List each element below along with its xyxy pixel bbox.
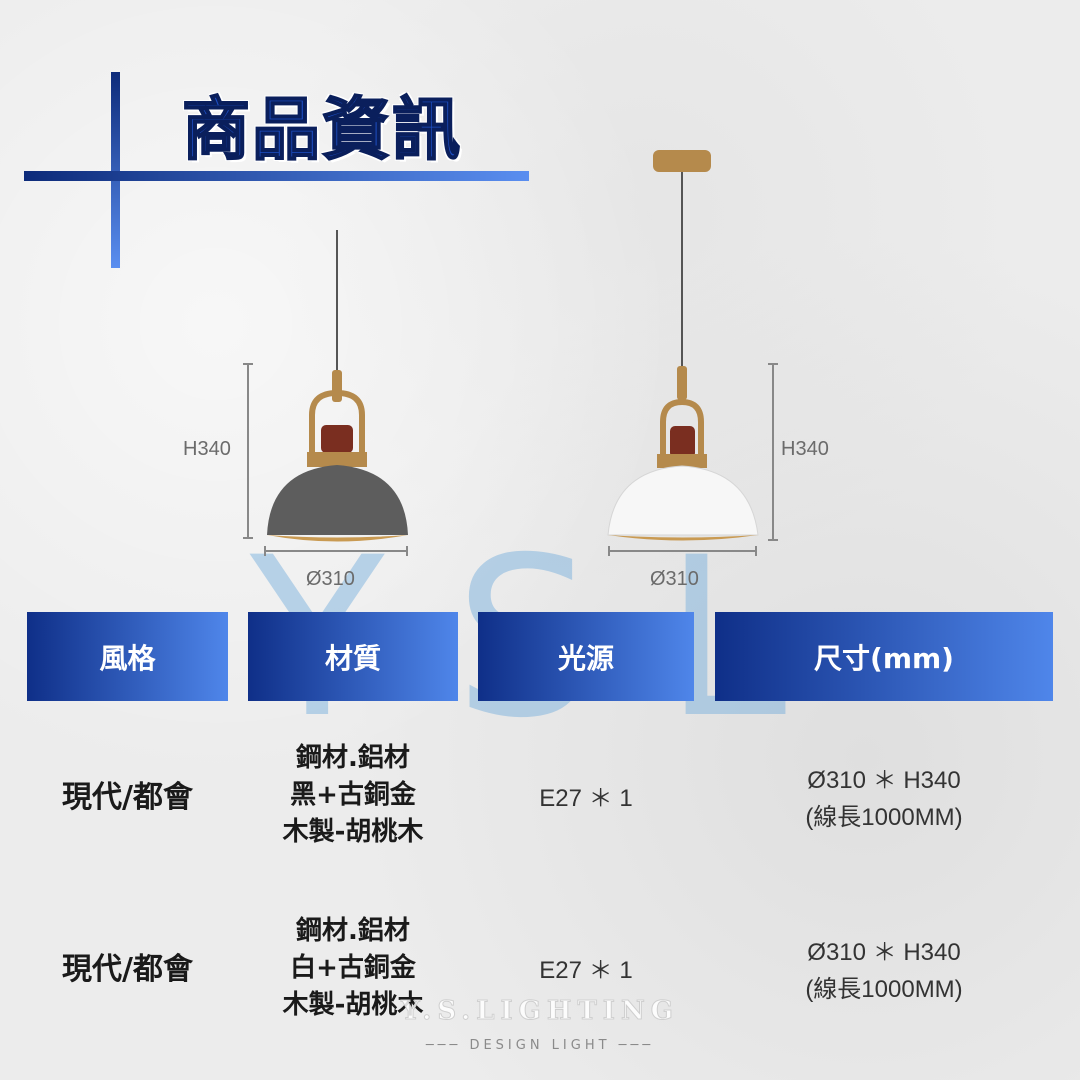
header-size-label: 尺寸(mm) <box>814 641 954 675</box>
row-1-light: E27 ＊ 1 <box>539 785 633 812</box>
header-style: 風格 <box>27 612 228 701</box>
header-material-label: 材質 <box>324 641 381 675</box>
row-2-light: E27 ＊ 1 <box>539 957 633 984</box>
title-horizontal-bar <box>24 171 529 181</box>
pendant-lamp-dark-image <box>267 230 408 542</box>
row-1-style: 現代/都會 <box>62 780 193 815</box>
page-title: 商品資訊 <box>181 90 463 171</box>
row-1-size: Ø310 ＊ H340 (線長1000MM) <box>715 762 1053 836</box>
header-light-label: 光源 <box>557 641 614 675</box>
row-1-material-line-1: 鋼材.鋁材 <box>296 743 410 773</box>
brand-tagline: ─── DESIGN LIGHT ─── <box>425 1038 655 1053</box>
row-1-material-line-3: 木製-胡桃木 <box>282 817 424 847</box>
header-light: 光源 <box>478 612 694 701</box>
row-2-size: Ø310 ＊ H340 (線長1000MM) <box>715 934 1053 1008</box>
row-2-style: 現代/都會 <box>62 952 193 987</box>
dimension-lines <box>243 363 778 556</box>
row-2-material-line-3: 木製-胡桃木 <box>282 990 424 1020</box>
header-style-label: 風格 <box>99 641 156 675</box>
brand-logo: Y.S.LIGHTING <box>401 996 679 1027</box>
lamp-2-height-label: H340 <box>781 438 829 460</box>
lamp-2-diameter-label: Ø310 <box>650 568 699 590</box>
header-size: 尺寸(mm) <box>715 612 1053 701</box>
brand-tagline-text: DESIGN LIGHT <box>469 1038 611 1053</box>
row-1-material: 鋼材.鋁材 黑+古銅金 木製-胡桃木 <box>248 740 458 851</box>
lamp-1-height-label: H340 <box>183 438 231 460</box>
row-1-material-line-2: 黑+古銅金 <box>290 780 416 810</box>
row-2-size-line-2: (線長1000MM) <box>805 976 963 1003</box>
row-1-size-line-2: (線長1000MM) <box>805 804 963 831</box>
header-material: 材質 <box>248 612 458 701</box>
row-2-material: 鋼材.鋁材 白+古銅金 木製-胡桃木 <box>248 913 458 1024</box>
pendant-lamp-white-image <box>607 150 759 541</box>
row-2-size-line-1: Ø310 ＊ H340 <box>807 939 961 966</box>
row-2-material-line-1: 鋼材.鋁材 <box>296 916 410 946</box>
title-vertical-bar <box>111 72 120 268</box>
row-2-material-line-2: 白+古銅金 <box>290 953 416 983</box>
row-1-size-line-1: Ø310 ＊ H340 <box>807 767 961 794</box>
lamp-1-diameter-label: Ø310 <box>306 568 355 590</box>
